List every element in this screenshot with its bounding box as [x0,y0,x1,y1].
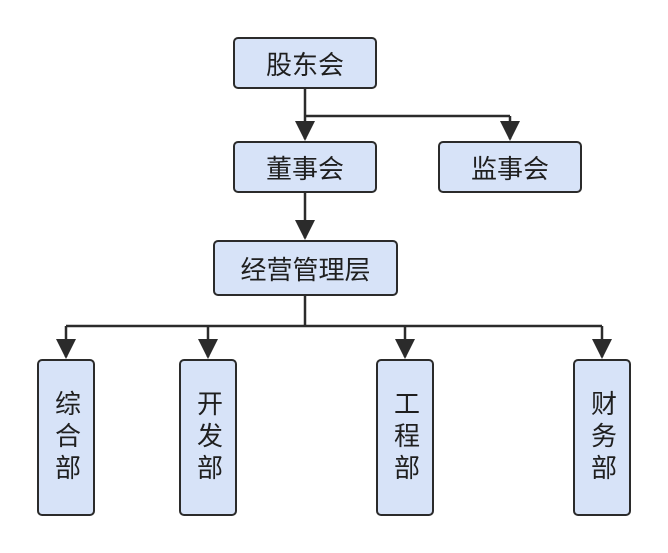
node-board: 董事会 [233,141,377,193]
node-shareholders: 股东会 [233,37,377,89]
node-dept-general: 综合部 [37,359,95,516]
node-management: 经营管理层 [213,240,398,296]
node-supervisors: 监事会 [438,141,582,193]
node-dept-engineering: 工程部 [376,359,434,516]
node-dept-finance: 财务部 [573,359,631,516]
node-dept-development: 开发部 [179,359,237,516]
